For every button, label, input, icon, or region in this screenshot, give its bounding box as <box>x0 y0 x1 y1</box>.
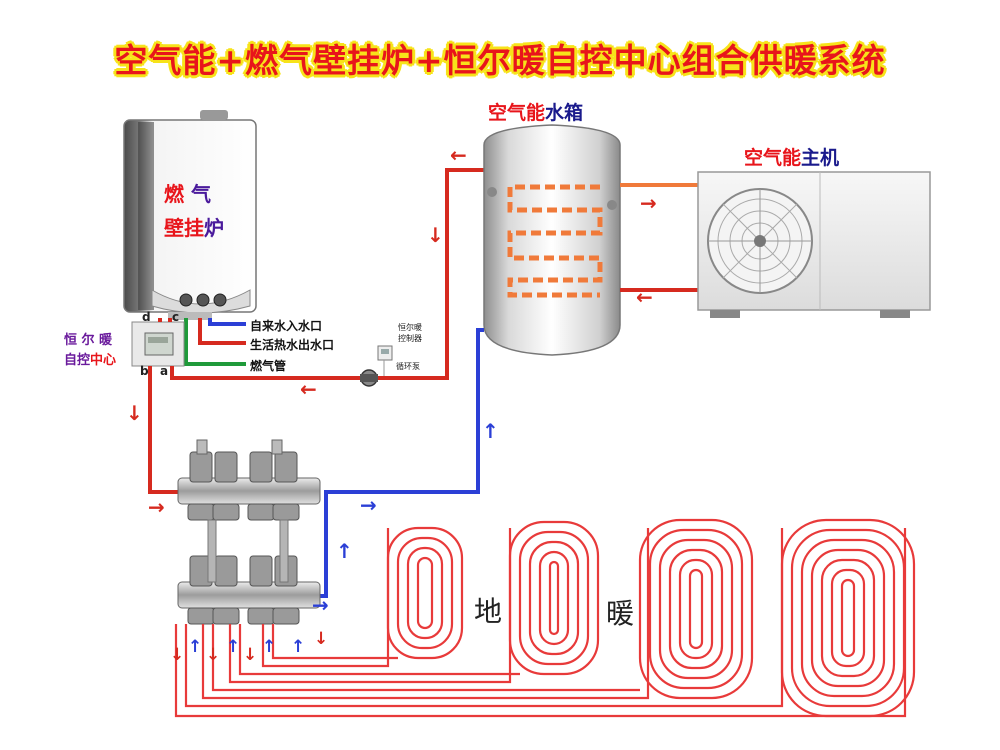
supply-pipes <box>148 168 484 494</box>
flow-arrow-left-icon: ← <box>450 143 467 167</box>
boiler-label-line2-part1: 壁挂 <box>164 216 204 240</box>
flow-arrow-right-icon: → <box>640 191 657 215</box>
port-c-label: c <box>172 310 180 324</box>
flow-arrow-left-icon: ← <box>300 377 317 401</box>
water-tank <box>483 124 621 356</box>
controller-box <box>131 321 185 367</box>
tank-label-part2: 水箱 <box>545 102 584 124</box>
floor-heating-char1: 地 <box>474 595 503 628</box>
tank-label-part1: 空气能 <box>488 102 546 124</box>
floor-heating-char2: 暖 <box>606 597 635 630</box>
controller-label-line2-part2: 中心 <box>90 353 117 368</box>
thermostat-label-line1: 恒尔暖 <box>398 323 422 332</box>
flow-arrow-down-icon: ↓ <box>314 629 328 649</box>
controller-label-line1: 恒 尔 暖 <box>64 333 113 348</box>
port-a-label: a <box>160 364 169 378</box>
boiler-label-line1-part1: 燃 <box>164 182 184 206</box>
host-label: 空气能主机 <box>744 143 839 170</box>
hot-water-outlet-label: 生活热水出水口 <box>250 338 335 352</box>
flow-arrow-down-icon: ↓ <box>170 645 184 665</box>
flow-arrow-right-icon: → <box>312 593 329 617</box>
port-b-label: b <box>140 364 149 378</box>
gas-pipe-label: 燃气管 <box>250 359 287 373</box>
heat-pump-unit <box>697 171 931 318</box>
cold-water-inlet-pipe <box>208 318 246 326</box>
controller-label-line2: 自控中心 <box>64 349 116 368</box>
tank-host-pipes <box>620 183 705 292</box>
flow-arrow-down-icon: ↓ <box>126 401 143 425</box>
hot-water-outlet-pipe <box>198 318 246 345</box>
flow-arrow-down-icon: ↓ <box>243 645 257 665</box>
boiler-label-line2-part2: 炉 <box>204 216 224 240</box>
flow-arrows: ← ↓ ← → ← ↓ → ↑ → ↑ → ↓ ↑ ↓ ↑ ↓ ↑ ↑ ↓ <box>126 143 657 665</box>
manifold <box>177 439 321 625</box>
flow-arrow-up-icon: ↑ <box>336 539 353 563</box>
flow-arrow-up-icon: ↑ <box>482 419 499 443</box>
page-title: 空气能+燃气壁挂炉+恒尔暖自控中心组合供暖系统 <box>114 41 886 80</box>
flow-arrow-right-icon: → <box>360 493 377 517</box>
circulation-pump <box>360 369 378 387</box>
flow-arrow-up-icon: ↑ <box>188 637 202 657</box>
thermostat <box>377 345 393 376</box>
pump-label: 循环泵 <box>396 362 420 371</box>
flow-arrow-right-icon: → <box>148 495 165 519</box>
flow-arrow-up-icon: ↑ <box>291 637 305 657</box>
boiler-label-line1-part2: 气 <box>190 182 211 206</box>
gas-boiler <box>123 110 257 320</box>
controller-label-line2-part1: 自控 <box>64 353 91 368</box>
tank-label: 空气能水箱 <box>488 98 583 125</box>
floor-heating-coils <box>174 518 916 718</box>
thermostat-label-line2: 控制器 <box>398 334 422 343</box>
flow-arrow-down-icon: ↓ <box>427 223 444 247</box>
boiler-label-line1: 燃 气 <box>164 178 211 207</box>
boiler-label-line2: 壁挂炉 <box>164 212 224 241</box>
heat-exchange-coil <box>507 184 603 298</box>
flow-arrow-left-icon: ← <box>636 285 653 309</box>
host-label-part2: 主机 <box>801 147 840 169</box>
return-pipes <box>306 328 484 598</box>
port-d-label: d <box>142 310 151 324</box>
boiler-pipes <box>184 318 246 366</box>
host-label-part1: 空气能 <box>744 147 802 169</box>
flow-arrow-up-icon: ↑ <box>226 637 240 657</box>
flow-arrow-down-icon: ↓ <box>206 645 220 665</box>
flow-arrow-up-icon: ↑ <box>262 637 276 657</box>
cold-water-inlet-label: 自来水入水口 <box>250 319 323 333</box>
gas-pipe <box>184 318 246 366</box>
